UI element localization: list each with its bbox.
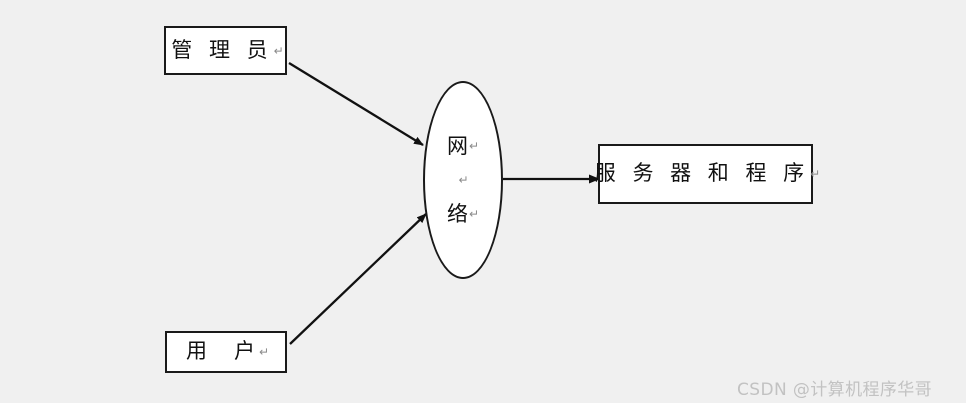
node-server-label: 服 务 器 和 程 序	[594, 161, 810, 186]
pilcrow-icon: ↵	[458, 173, 469, 187]
node-network-line-3: 络↵	[447, 197, 479, 231]
node-network-line-1: 网↵	[447, 129, 479, 163]
node-admin: 管 理 员↵	[164, 26, 287, 75]
pilcrow-icon: ↵	[258, 345, 270, 359]
node-network-label-luo: 络	[446, 201, 468, 226]
edge-user-to-network	[289, 213, 427, 345]
node-network-line-2: ↵	[457, 163, 468, 197]
pilcrow-icon: ↵	[810, 167, 821, 181]
node-user: 用 户↵	[165, 331, 287, 373]
watermark: CSDN @计算机程序华哥	[737, 380, 933, 400]
pilcrow-icon: ↵	[468, 139, 480, 153]
node-network-label-wang: 网	[446, 133, 468, 158]
node-admin-label: 管 理 员	[171, 37, 273, 62]
pilcrow-icon: ↵	[273, 43, 284, 58]
pilcrow-icon: ↵	[468, 207, 480, 221]
edge-admin-to-network	[288, 62, 424, 146]
node-user-label: 用 户	[185, 339, 258, 364]
node-network: 网↵ ↵ 络↵	[423, 81, 503, 279]
node-server: 服 务 器 和 程 序↵	[595, 144, 820, 204]
